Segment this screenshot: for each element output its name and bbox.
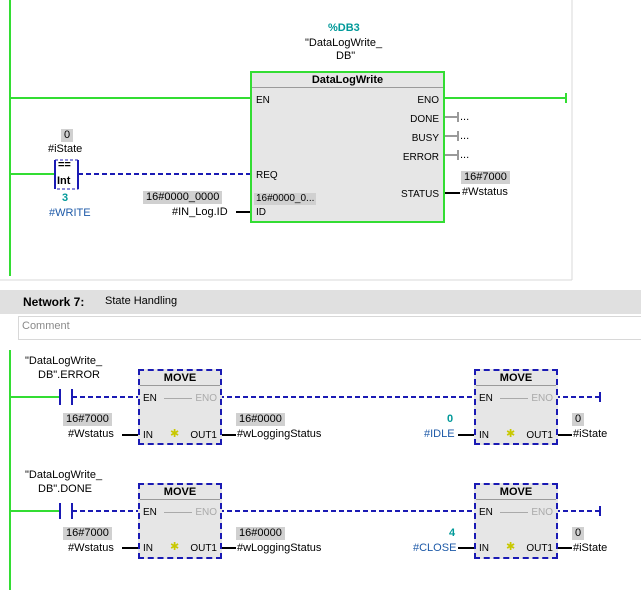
rung1-move1-out-value: 16#0000 <box>236 413 285 426</box>
rung1-move2-block[interactable]: MOVE EN ENO IN ✱ OUT1 <box>474 369 558 445</box>
rung1-move2-out-value: 0 <box>572 413 585 426</box>
pin-en[interactable]: EN <box>143 507 157 518</box>
rung1-move2-in-value: 0 <box>447 413 454 425</box>
rung2-move1-out-value: 16#0000 <box>236 527 285 540</box>
compare-top-value: 0 <box>61 129 74 142</box>
db-instance-name-line2: DB" <box>336 50 356 62</box>
comment-placeholder: Comment <box>22 320 70 332</box>
pin-en[interactable]: EN <box>479 507 493 518</box>
rung1-move2-out-operand[interactable]: #iState <box>573 428 608 440</box>
rung2-move1-block[interactable]: MOVE EN ENO IN ✱ OUT1 <box>138 483 222 559</box>
move-title: MOVE <box>140 371 220 386</box>
network-7-title[interactable]: State Handling <box>105 295 178 307</box>
network-7-comment[interactable]: Comment <box>18 316 641 340</box>
pin-out1[interactable]: OUT1 <box>190 430 217 441</box>
rung2-move2-out-value: 0 <box>572 527 585 540</box>
rung1-move1-in-value: 16#7000 <box>63 413 112 426</box>
pin-error[interactable]: ERROR <box>402 152 439 163</box>
pin-en[interactable]: EN <box>256 95 270 106</box>
pin-eno[interactable]: ENO <box>417 95 439 106</box>
id-inner-value: 16#0000_0... <box>254 193 317 205</box>
rung2-move1-out-operand[interactable]: #wLoggingStatus <box>237 542 322 554</box>
db-address[interactable]: %DB3 <box>328 22 360 34</box>
compare-type: Int <box>57 175 71 187</box>
pin-status[interactable]: STATUS <box>401 189 439 200</box>
pin-eno[interactable]: ENO <box>531 393 553 404</box>
db-instance-name-line1[interactable]: "DataLogWrite_ <box>305 37 383 49</box>
status-output-value: 16#7000 <box>461 171 510 184</box>
rung2-move2-out-operand[interactable]: #iState <box>573 542 608 554</box>
rung2-move2-in-operand[interactable]: #CLOSE <box>413 542 457 554</box>
pin-id[interactable]: ID <box>256 207 266 218</box>
pin-in[interactable]: IN <box>143 430 153 441</box>
status-output-operand[interactable]: #Wstatus <box>462 186 508 198</box>
pin-en[interactable]: EN <box>143 393 157 404</box>
rung1-contact-line2[interactable]: DB".ERROR <box>38 369 100 381</box>
star-icon: ✱ <box>506 541 516 553</box>
move-title: MOVE <box>476 485 556 500</box>
rung1-move1-block[interactable]: MOVE EN ENO IN ✱ OUT1 <box>138 369 222 445</box>
pin-eno[interactable]: ENO <box>195 393 217 404</box>
star-icon: ✱ <box>170 541 180 553</box>
compare-bottom-operand[interactable]: #WRITE <box>49 207 91 219</box>
rung2-move2-in-value: 4 <box>449 527 456 539</box>
pin-eno[interactable]: ENO <box>531 507 553 518</box>
rung2-move1-in-value: 16#7000 <box>63 527 112 540</box>
id-input-value: 16#0000_0000 <box>143 191 223 204</box>
compare-operator: == <box>58 159 71 171</box>
rung1-contact-line1[interactable]: "DataLogWrite_ <box>25 355 103 367</box>
pin-out1[interactable]: OUT1 <box>526 543 553 554</box>
compare-top-operand[interactable]: #iState <box>48 143 83 155</box>
error-ellipsis[interactable]: ... <box>460 149 470 161</box>
move-title: MOVE <box>476 371 556 386</box>
pin-en[interactable]: EN <box>479 393 493 404</box>
star-icon: ✱ <box>506 428 516 440</box>
pin-req[interactable]: REQ <box>256 170 278 181</box>
datalogwrite-title: DataLogWrite <box>252 73 443 88</box>
star-icon: ✱ <box>170 428 180 440</box>
network-7-header[interactable]: Network 7: State Handling <box>0 290 641 314</box>
pin-out1[interactable]: OUT1 <box>190 543 217 554</box>
rung1-move1-out-operand[interactable]: #wLoggingStatus <box>237 428 322 440</box>
rung1-move1-in-operand[interactable]: #Wstatus <box>68 428 114 440</box>
network-6-wires <box>0 0 573 281</box>
rung2-contact-line2[interactable]: DB".DONE <box>38 483 93 495</box>
busy-ellipsis[interactable]: ... <box>460 130 470 142</box>
pin-busy[interactable]: BUSY <box>411 133 439 144</box>
id-input-operand[interactable]: #IN_Log.ID <box>172 206 228 218</box>
pin-done[interactable]: DONE <box>410 114 439 125</box>
rung2-move2-block[interactable]: MOVE EN ENO IN ✱ OUT1 <box>474 483 558 559</box>
datalogwrite-block[interactable]: DataLogWrite EN ENO DONE BUSY ERROR REQ … <box>250 71 445 223</box>
done-ellipsis[interactable]: ... <box>460 111 470 123</box>
rung2-contact-line1[interactable]: "DataLogWrite_ <box>25 469 103 481</box>
network-7-label: Network 7: <box>23 295 85 309</box>
pin-in[interactable]: IN <box>479 543 489 554</box>
move-title: MOVE <box>140 485 220 500</box>
compare-bottom-value: 3 <box>62 192 69 204</box>
pin-eno[interactable]: ENO <box>195 507 217 518</box>
rung2-move1-in-operand[interactable]: #Wstatus <box>68 542 114 554</box>
pin-in[interactable]: IN <box>479 430 489 441</box>
pin-in[interactable]: IN <box>143 543 153 554</box>
network-7-wires <box>9 350 601 590</box>
pin-out1[interactable]: OUT1 <box>526 430 553 441</box>
rung1-move2-in-operand[interactable]: #IDLE <box>424 428 455 440</box>
